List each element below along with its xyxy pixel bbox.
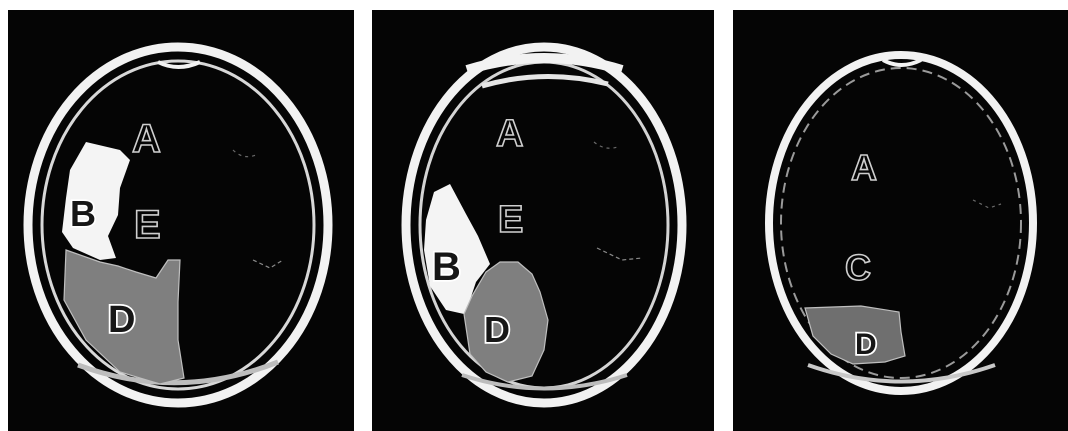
skull-top-band <box>482 76 608 86</box>
label-d: D <box>855 328 877 361</box>
label-a: A <box>496 113 523 155</box>
skull-top-notch <box>158 62 200 67</box>
skull-top-band <box>467 58 622 70</box>
fissure-line <box>594 142 620 148</box>
label-d: D <box>108 299 135 341</box>
skull-top-notch <box>883 60 921 65</box>
fissure-line <box>973 200 1001 208</box>
label-b: B <box>70 193 96 234</box>
label-a: A <box>132 117 161 161</box>
label-e: E <box>498 199 523 241</box>
brain-scan-panel-2: A E B D <box>372 10 714 431</box>
brain-scan-1-svg: A E B D <box>8 10 354 431</box>
brain-scan-3-svg: A C D <box>733 10 1068 431</box>
label-e: E <box>134 203 161 247</box>
fissure-line <box>233 150 256 157</box>
brain-scan-panel-3: A C D <box>733 10 1068 431</box>
fissure-line <box>253 260 283 268</box>
label-d: D <box>484 309 510 350</box>
fissure-line <box>597 248 642 260</box>
brain-scan-panel-1: A E B D <box>8 10 354 431</box>
label-c: C <box>845 247 871 288</box>
label-a: A <box>851 147 877 188</box>
brain-scan-2-svg: A E B D <box>372 10 714 431</box>
label-b: B <box>432 245 461 289</box>
